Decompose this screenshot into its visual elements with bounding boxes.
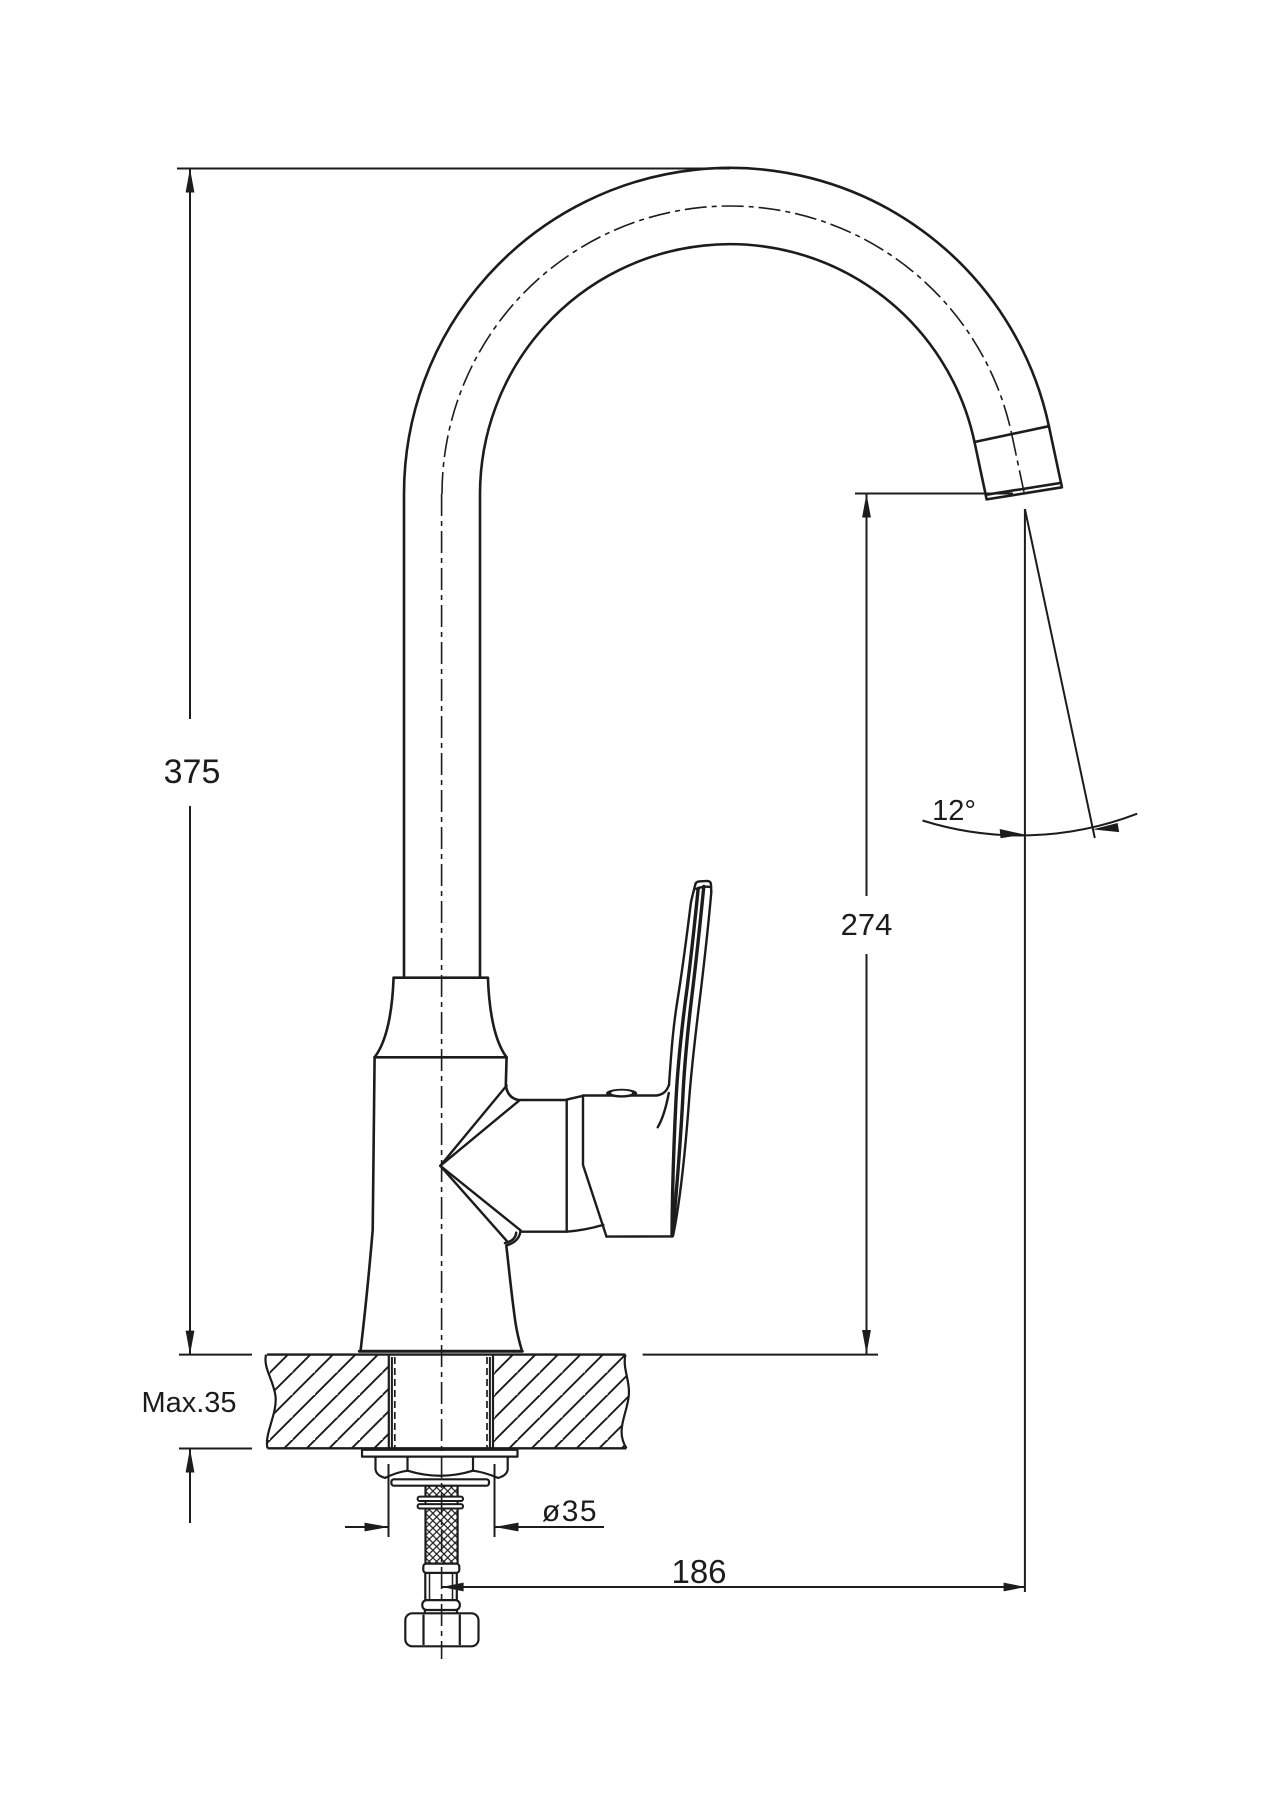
svg-text:Max.35: Max.35 [141, 1387, 236, 1419]
svg-text:ø35: ø35 [542, 1495, 598, 1528]
svg-text:12°: 12° [932, 795, 976, 827]
svg-text:375: 375 [164, 753, 221, 791]
svg-text:186: 186 [671, 1553, 726, 1590]
svg-text:274: 274 [841, 907, 893, 942]
